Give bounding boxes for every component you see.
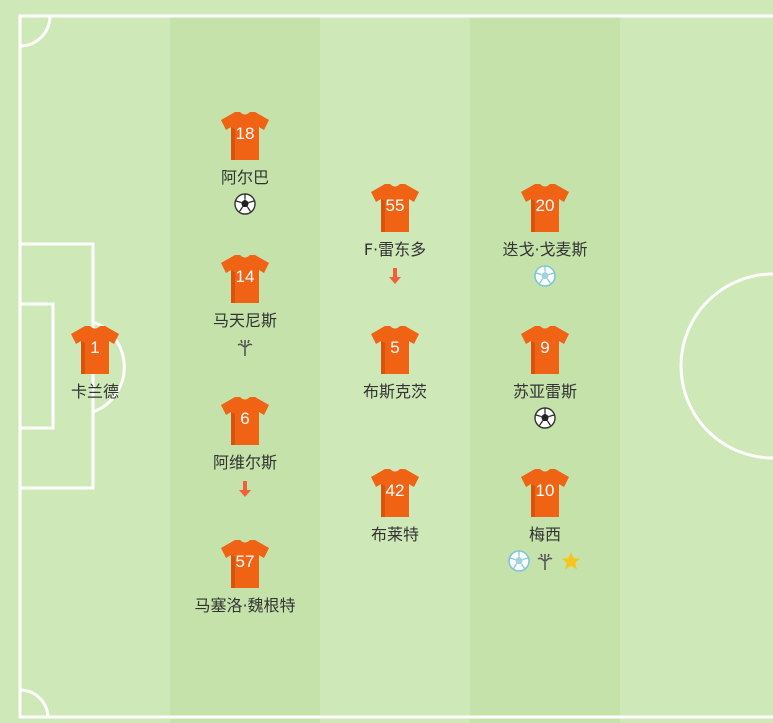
player-card[interactable]: 5 布斯克茨	[320, 324, 470, 430]
player-events	[170, 192, 320, 216]
player-card[interactable]: 57 马塞洛·魏根特	[170, 538, 320, 644]
goal-area	[18, 302, 55, 430]
player-card[interactable]: 14 马天尼斯	[170, 253, 320, 359]
player-events	[470, 406, 620, 430]
jersey-number: 18	[235, 124, 255, 143]
card-icon	[237, 339, 253, 356]
player-card[interactable]: 1 卡兰德	[20, 324, 170, 430]
jersey-number: 57	[235, 552, 255, 571]
player-card[interactable]: 20 迭戈·戈麦斯	[470, 182, 620, 288]
player-events	[170, 335, 320, 359]
corner-arc-bottom	[19, 688, 50, 719]
player-events	[320, 549, 470, 573]
jersey-number: 55	[385, 196, 405, 215]
substitution-off-arrow-icon	[389, 268, 401, 284]
jersey-icon: 5	[369, 324, 421, 376]
assist-ball-icon	[534, 265, 556, 287]
player-name: F·雷东多	[363, 240, 427, 259]
player-name: 梅西	[528, 525, 561, 544]
assist-ball-icon	[508, 550, 530, 572]
player-name: 苏亚雷斯	[512, 382, 577, 401]
player-name: 马天尼斯	[212, 311, 277, 330]
substitution-off-arrow-icon	[239, 481, 251, 497]
player-card[interactable]: 10 梅西	[470, 467, 620, 573]
jersey-icon: 14	[219, 253, 271, 305]
player-name: 迭戈·戈麦斯	[502, 240, 588, 259]
jersey-icon: 1	[69, 324, 121, 376]
pitch-stripe	[620, 16, 770, 723]
jersey-icon: 6	[219, 395, 271, 447]
jersey-number: 20	[535, 196, 555, 215]
player-events	[170, 477, 320, 501]
player-card[interactable]: 55 F·雷东多	[320, 182, 470, 288]
jersey-number: 9	[540, 338, 550, 357]
jersey-icon: 57	[219, 538, 271, 590]
corner-arc-top	[19, 15, 52, 48]
player-card[interactable]: 9 苏亚雷斯	[470, 324, 620, 430]
goal-ball-icon	[234, 193, 256, 215]
player-card[interactable]: 6 阿维尔斯	[170, 395, 320, 501]
player-events	[320, 264, 470, 288]
player-name: 卡兰德	[70, 382, 119, 401]
jersey-icon: 20	[519, 182, 571, 234]
star-icon	[561, 552, 581, 570]
jersey-number: 5	[390, 338, 400, 357]
player-name: 阿维尔斯	[212, 453, 277, 472]
jersey-number: 1	[90, 338, 100, 357]
player-name: 布斯克茨	[362, 382, 427, 401]
player-name: 布莱特	[370, 525, 419, 544]
player-name: 阿尔巴	[220, 168, 269, 187]
center-circle	[679, 272, 773, 460]
player-name: 马塞洛·魏根特	[194, 596, 296, 615]
jersey-number: 10	[535, 481, 555, 500]
jersey-icon: 42	[369, 467, 421, 519]
player-events	[470, 549, 620, 573]
jersey-icon: 9	[519, 324, 571, 376]
goal-ball-icon	[534, 407, 556, 429]
player-events	[170, 620, 320, 644]
jersey-number: 42	[385, 481, 405, 500]
player-events	[20, 406, 170, 430]
player-events	[320, 406, 470, 430]
jersey-icon: 10	[519, 467, 571, 519]
jersey-number: 6	[240, 409, 250, 428]
jersey-number: 14	[235, 267, 255, 286]
jersey-icon: 18	[219, 110, 271, 162]
player-events	[470, 264, 620, 288]
player-card[interactable]: 42 布莱特	[320, 467, 470, 573]
player-card[interactable]: 18 阿尔巴	[170, 110, 320, 216]
card-icon	[537, 553, 553, 570]
jersey-icon: 55	[369, 182, 421, 234]
